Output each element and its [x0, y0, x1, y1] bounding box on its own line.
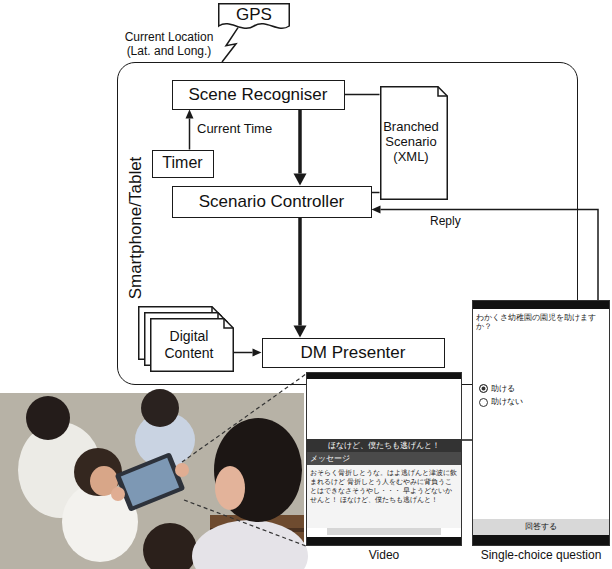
box-label: Scene Recogniser — [189, 85, 328, 105]
message-header: メッセージ — [307, 452, 461, 465]
screenshot-caption: Single-choice question — [472, 548, 610, 562]
video-frame — [307, 379, 461, 439]
question-text: わかくさ幼稚園の園児を助けますか？ — [476, 313, 606, 332]
process-box: DM Presenter — [262, 338, 445, 368]
connector — [298, 218, 302, 326]
process-box: Timer — [152, 150, 214, 178]
child-hair — [214, 418, 302, 522]
edge-label: Current Location (Lat. and Long.) — [116, 30, 222, 59]
outline-path — [219, 4, 290, 29]
video-screenshot: ほなけど、僕たちも逃げんと！ メッセージおそらく骨折しとうな。はよ逃げんと津波に飲… — [306, 372, 462, 562]
option-row: 助けない — [473, 395, 609, 409]
radio-button — [479, 384, 488, 393]
gps-banner: GPS — [218, 3, 290, 32]
tablet — [115, 452, 186, 512]
box-label: Scenario Controller — [199, 192, 345, 212]
outline-path — [380, 86, 447, 199]
connector — [234, 352, 253, 354]
edge-label: Reply — [428, 214, 463, 228]
nav-bar — [473, 535, 609, 545]
child-head — [26, 396, 70, 440]
next-button — [327, 528, 441, 535]
connector — [372, 192, 380, 194]
box-label: Timer — [162, 154, 202, 172]
box-label: GPS — [236, 5, 272, 25]
child-body — [192, 520, 308, 569]
hand — [175, 463, 189, 477]
child-head — [141, 389, 179, 427]
child-head — [143, 523, 197, 569]
outline-path — [150, 318, 233, 371]
edge-label: Current Time — [195, 121, 274, 137]
zoom-line — [182, 374, 306, 462]
connector — [298, 110, 302, 174]
child-face — [215, 466, 245, 510]
message-title: メッセージ — [310, 454, 458, 463]
spacer — [473, 409, 609, 519]
screenshot-caption: Video — [306, 548, 462, 562]
box-label: Branched Scenario (XML) — [383, 120, 439, 165]
phone-screen: わかくさ幼稚園の園児を助けますか？ 助ける助けない回答する — [472, 300, 610, 546]
caption-area: Video — [306, 548, 462, 562]
zoom-line — [184, 500, 306, 546]
message-box: おそらく骨折しとうな。はよ逃げんと津波に飲まれるけど 骨折しとう人をむやみに背負… — [307, 465, 461, 528]
outline-path — [224, 318, 233, 327]
zoom-lines — [182, 374, 306, 546]
connector — [189, 119, 191, 150]
option-text: 助けない — [491, 397, 523, 407]
outline-path — [438, 86, 447, 95]
question-title: わかくさ幼稚園の園児を助けますか？ — [473, 309, 609, 336]
radio-button — [479, 398, 488, 407]
nav-bar — [307, 537, 461, 545]
caption-area: Single-choice question — [472, 548, 610, 562]
process-box: Scene Recogniser — [172, 80, 345, 110]
document-shape: Branched Scenario (XML) — [380, 86, 448, 200]
connector — [462, 439, 472, 441]
caption-bar: ほなけど、僕たちも逃げんと！ — [307, 439, 461, 452]
option-text: 助ける — [491, 384, 515, 394]
document-stack: Digital Content — [150, 318, 234, 372]
message-body: おそらく骨折しとうな。はよ逃げんと津波に飲まれるけど 骨折しとう人をむやみに背負… — [310, 468, 458, 504]
field-photo — [0, 389, 308, 569]
video-caption: ほなけど、僕たちも逃げんと！ — [310, 441, 458, 450]
question-screenshot: わかくさ幼稚園の園児を助けますか？ 助ける助けない回答する Single-choic… — [472, 300, 610, 562]
tablet-body — [115, 452, 186, 512]
phone-screen: ほなけど、僕たちも逃げんと！ メッセージおそらく骨折しとうな。はよ逃げんと津波に飲… — [306, 372, 462, 546]
connector — [345, 94, 380, 96]
answer-button: 回答する — [473, 519, 609, 535]
status-bar — [307, 373, 461, 379]
status-bar — [473, 301, 609, 309]
box-label: DM Presenter — [301, 343, 406, 363]
connector — [381, 210, 599, 301]
process-box: Scenario Controller — [172, 186, 372, 218]
connector — [222, 28, 238, 62]
option-row: 助ける — [473, 382, 609, 396]
device-label: Smartphone/Tablet — [126, 156, 146, 299]
box-label: Digital Content — [154, 328, 225, 360]
spacer — [473, 336, 609, 382]
tablet-screen — [121, 458, 179, 506]
hand — [111, 487, 125, 501]
button-text: 回答する — [476, 522, 606, 532]
